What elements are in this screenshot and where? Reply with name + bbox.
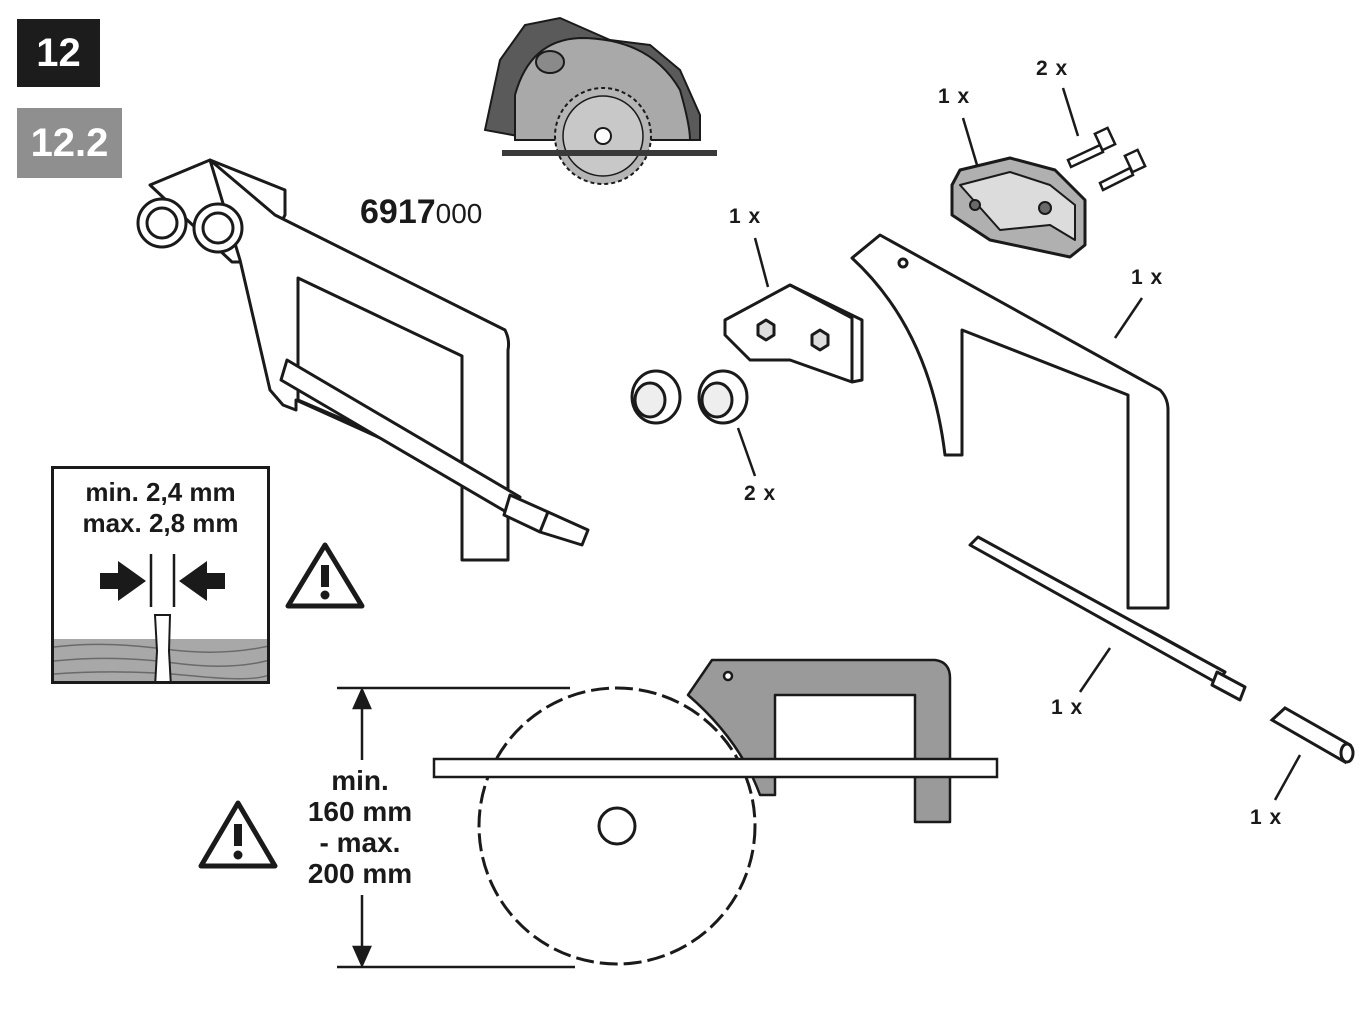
quantity-label-bushings: 2 x: [744, 482, 777, 505]
gap-diagram: [54, 554, 267, 681]
arrow-right-icon: [100, 561, 146, 601]
part-number-suffix: 000: [435, 198, 483, 229]
depth-requirement-text: min. 160 mm - max. 200 mm: [290, 765, 430, 889]
circular-saw-icon: [483, 16, 717, 185]
depth-line-3: - max.: [319, 827, 401, 858]
step-number-badge: 12: [17, 19, 100, 87]
gap-min-text: min. 2,4 mm: [85, 477, 236, 507]
gap-requirement-box: min. 2,4 mm max. 2,8 mm: [51, 466, 270, 684]
arrow-left-icon: [179, 561, 225, 601]
fitted-guide: [686, 658, 952, 824]
pin: [1269, 706, 1355, 765]
substep-number-badge: 12.2: [17, 108, 122, 178]
depth-line-4: 200 mm: [307, 858, 413, 889]
depth-line-2: 160 mm: [307, 796, 413, 827]
gap-max-text: max. 2,8 mm: [82, 508, 239, 538]
screws: [1066, 126, 1147, 192]
rod: [968, 535, 1247, 702]
quantity-label-pin: 1 x: [1250, 806, 1283, 829]
leader-lines: [736, 87, 1302, 801]
saw-blade: [477, 686, 757, 966]
quantity-label-clamp: 1 x: [938, 85, 971, 108]
assembled-parallel-guide: [136, 158, 590, 562]
workpiece-board: [432, 757, 999, 779]
clamp-piece: [950, 156, 1087, 259]
part-number-main: 6917: [360, 193, 436, 231]
quantity-label-rod: 1 x: [1051, 696, 1084, 719]
bracket-plate: [723, 283, 864, 384]
quantity-label-bracket: 1 x: [729, 205, 762, 228]
depth-line-1: min.: [331, 765, 389, 796]
depth-dimension: [337, 686, 575, 969]
part-number: 6917000: [360, 193, 482, 232]
warning-icon: [285, 542, 365, 609]
warning-icon: [198, 800, 278, 869]
bushings: [630, 369, 749, 425]
guide-plate: [850, 233, 1170, 610]
quantity-label-screws: 2 x: [1036, 57, 1069, 80]
quantity-label-guide: 1 x: [1131, 266, 1164, 289]
